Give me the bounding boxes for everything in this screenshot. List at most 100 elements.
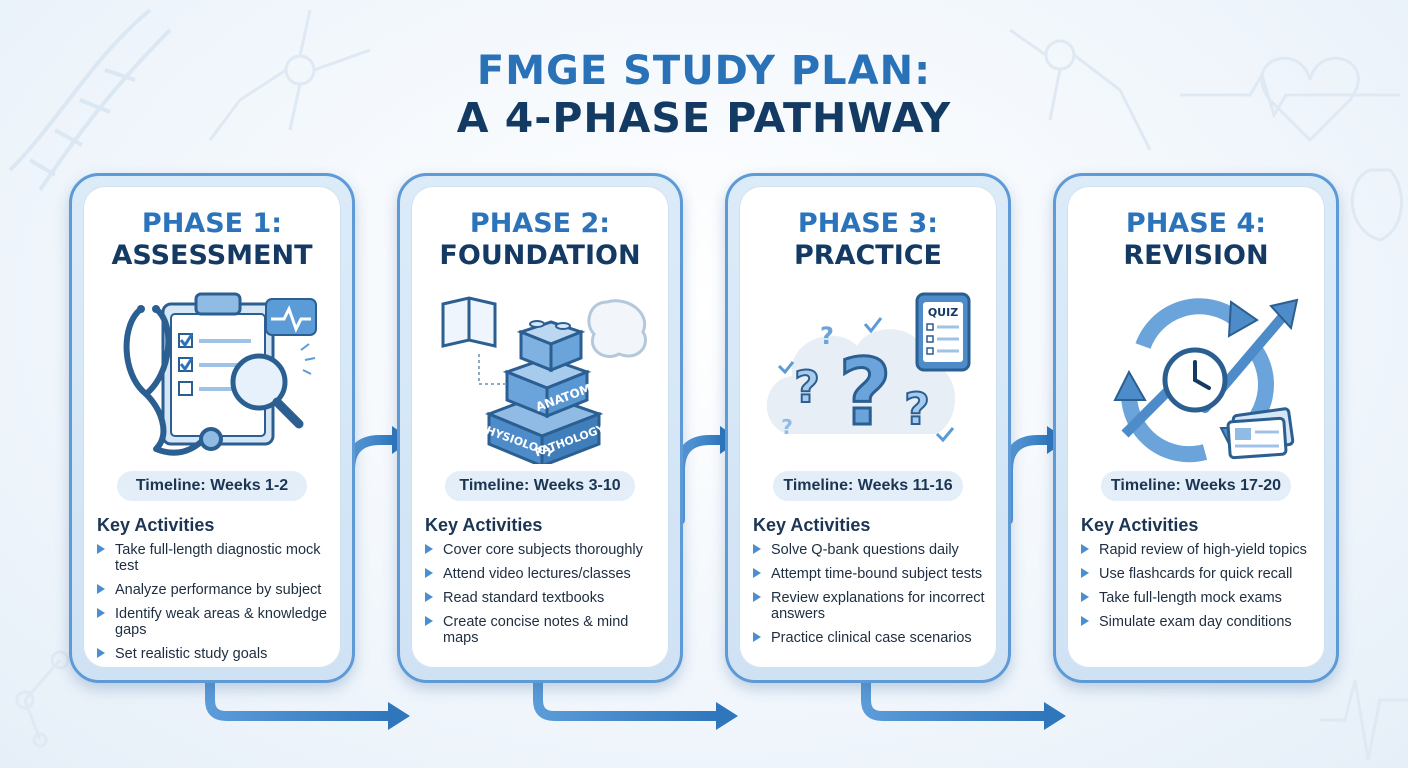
quiz-label: QUIZ — [928, 306, 958, 319]
list-item: Attempt time-bound subject tests — [753, 566, 987, 582]
phase-4-number: PHASE 4: — [1125, 208, 1267, 239]
connector-arrow-3-4-lower — [861, 677, 1051, 721]
phase-1-activities: Take full-length diagnostic mock test An… — [97, 542, 331, 670]
list-item: Analyze performance by subject — [97, 582, 331, 598]
chevron-right-icon — [1081, 544, 1089, 554]
phase-card-3-inner: PHASE 3: PRACTICE ? ? ? ? ? QUIZ Timelin… — [739, 186, 997, 668]
arrowhead-2-3-lower — [716, 702, 738, 730]
phase-2-number: PHASE 2: — [469, 208, 611, 239]
phase-1-key-activities-heading: Key Activities — [97, 515, 215, 535]
list-item: Take full-length diagnostic mock test — [97, 542, 331, 574]
list-item: Take full-length mock exams — [1081, 590, 1315, 606]
question-marks-quiz-tablet-icon: ? ? ? ? ? QUIZ — [766, 292, 971, 448]
question-mark-large: ? — [838, 339, 891, 446]
chevron-right-icon — [1081, 616, 1089, 626]
activity-text: Attend video lectures/classes — [443, 566, 631, 582]
question-mark-right: ? — [904, 384, 930, 435]
activity-text: Read standard textbooks — [443, 590, 605, 606]
activity-text: Simulate exam day conditions — [1099, 614, 1292, 630]
phase-3-activities: Solve Q-bank questions daily Attempt tim… — [753, 542, 987, 654]
activity-text: Analyze performance by subject — [115, 582, 322, 598]
list-item: Simulate exam day conditions — [1081, 614, 1315, 630]
chevron-right-icon — [97, 584, 105, 594]
list-item: Create concise notes & mind maps — [425, 614, 659, 646]
chevron-right-icon — [97, 544, 105, 554]
page-title-line1: FMGE STUDY PLAN: — [476, 48, 932, 94]
list-item: Cover core subjects thoroughly — [425, 542, 659, 558]
phase-3-number: PHASE 3: — [797, 208, 939, 239]
phase-card-3: PHASE 3: PRACTICE ? ? ? ? ? QUIZ Timelin… — [725, 173, 1011, 683]
books-building-blocks-brain-icon: ANATOMY PHYSIOLOGY PATHOLOGY — [441, 296, 647, 464]
phase-card-1: PHASE 1: ASSESSMENT Timeline: Weeks — [69, 173, 355, 683]
phase-2-name: FOUNDATION — [439, 240, 641, 271]
phase-card-4-inner: PHASE 4: REVISION Timeline: Weeks 17-20 … — [1067, 186, 1325, 668]
phase-3-key-activities-heading: Key Activities — [753, 515, 871, 535]
chevron-right-icon — [753, 544, 761, 554]
activity-text: Attempt time-bound subject tests — [771, 566, 983, 582]
page-title-line2: A 4-PHASE PATHWAY — [456, 94, 952, 142]
list-item: Solve Q-bank questions daily — [753, 542, 987, 558]
activity-text: Review explanations for incorrect answer… — [771, 590, 985, 622]
chevron-right-icon — [1081, 592, 1089, 602]
connector-arrow-1-2-lower — [205, 677, 395, 721]
chevron-right-icon — [425, 568, 433, 578]
chevron-right-icon — [753, 568, 761, 578]
chevron-right-icon — [753, 632, 761, 642]
activity-text: Solve Q-bank questions daily — [771, 542, 959, 558]
arrowhead-1-2-lower — [388, 702, 410, 730]
phase-2-key-activities-heading: Key Activities — [425, 515, 543, 535]
activity-text: Identify weak areas & knowledge gaps — [115, 606, 327, 638]
molecule-icon — [15, 650, 70, 748]
phase-3-timeline: Timeline: Weeks 11-16 — [773, 471, 963, 501]
chevron-right-icon — [425, 592, 433, 602]
phase-card-1-inner: PHASE 1: ASSESSMENT Timeline: Weeks — [83, 186, 341, 668]
phase-card-2: PHASE 2: FOUNDATION ANATOMY PHYSIOLOGY P… — [397, 173, 683, 683]
chevron-right-icon — [97, 648, 105, 658]
activity-text: Set realistic study goals — [115, 646, 268, 662]
phase-1-name: ASSESSMENT — [111, 240, 313, 271]
phase-3-name: PRACTICE — [793, 240, 942, 271]
connector-arrow-1-2-upper — [345, 435, 400, 525]
cycle-arrows-clock-flashcards-icon — [1113, 298, 1299, 463]
question-mark-small: ? — [820, 322, 834, 350]
activity-text: Practice clinical case scenarios — [771, 630, 972, 646]
list-item: Practice clinical case scenarios — [753, 630, 987, 646]
list-item: Set realistic study goals — [97, 646, 331, 662]
list-item: Use flashcards for quick recall — [1081, 566, 1315, 582]
phase-2-activities: Cover core subjects thoroughly Attend vi… — [425, 542, 659, 654]
list-item: Review explanations for incorrect answer… — [753, 590, 987, 622]
chevron-right-icon — [425, 616, 433, 626]
list-item: Attend video lectures/classes — [425, 566, 659, 582]
question-mark-tiny: ? — [781, 415, 793, 439]
phase-1-timeline: Timeline: Weeks 1-2 — [117, 471, 307, 501]
phase-4-key-activities-heading: Key Activities — [1081, 515, 1199, 535]
activity-text: Take full-length diagnostic mock test — [115, 542, 321, 574]
chevron-right-icon — [1081, 568, 1089, 578]
activity-text: Cover core subjects thoroughly — [443, 542, 643, 558]
list-item: Rapid review of high-yield topics — [1081, 542, 1315, 558]
arrowhead-3-4-lower — [1044, 702, 1066, 730]
activity-text: Create concise notes & mind maps — [443, 614, 629, 646]
heart-organ-icon — [1350, 168, 1403, 242]
phase-1-number: PHASE 1: — [141, 208, 283, 239]
stethoscope-clipboard-magnifier-icon — [123, 292, 317, 456]
chevron-right-icon — [753, 592, 761, 602]
phase-4-timeline: Timeline: Weeks 17-20 — [1101, 471, 1291, 501]
pulse-line-icon — [1320, 679, 1408, 761]
list-item: Read standard textbooks — [425, 590, 659, 606]
connector-arrow-2-3-lower — [533, 677, 723, 721]
list-item: Identify weak areas & knowledge gaps — [97, 606, 331, 638]
question-mark-left: ? — [794, 362, 820, 413]
activity-text: Rapid review of high-yield topics — [1099, 542, 1307, 558]
phase-4-name: REVISION — [1123, 240, 1269, 271]
phase-2-timeline: Timeline: Weeks 3-10 — [445, 471, 635, 501]
activity-text: Use flashcards for quick recall — [1099, 566, 1293, 582]
connector-arrow-2-3-upper — [675, 435, 728, 525]
phase-card-2-inner: PHASE 2: FOUNDATION ANATOMY PHYSIOLOGY P… — [411, 186, 669, 668]
chevron-right-icon — [425, 544, 433, 554]
phase-4-activities: Rapid review of high-yield topics Use fl… — [1081, 542, 1315, 638]
phase-card-4: PHASE 4: REVISION Timeline: Weeks 17-20 … — [1053, 173, 1339, 683]
activity-text: Take full-length mock exams — [1099, 590, 1282, 606]
connector-arrow-3-4-upper — [1003, 435, 1055, 525]
chevron-right-icon — [97, 608, 105, 618]
